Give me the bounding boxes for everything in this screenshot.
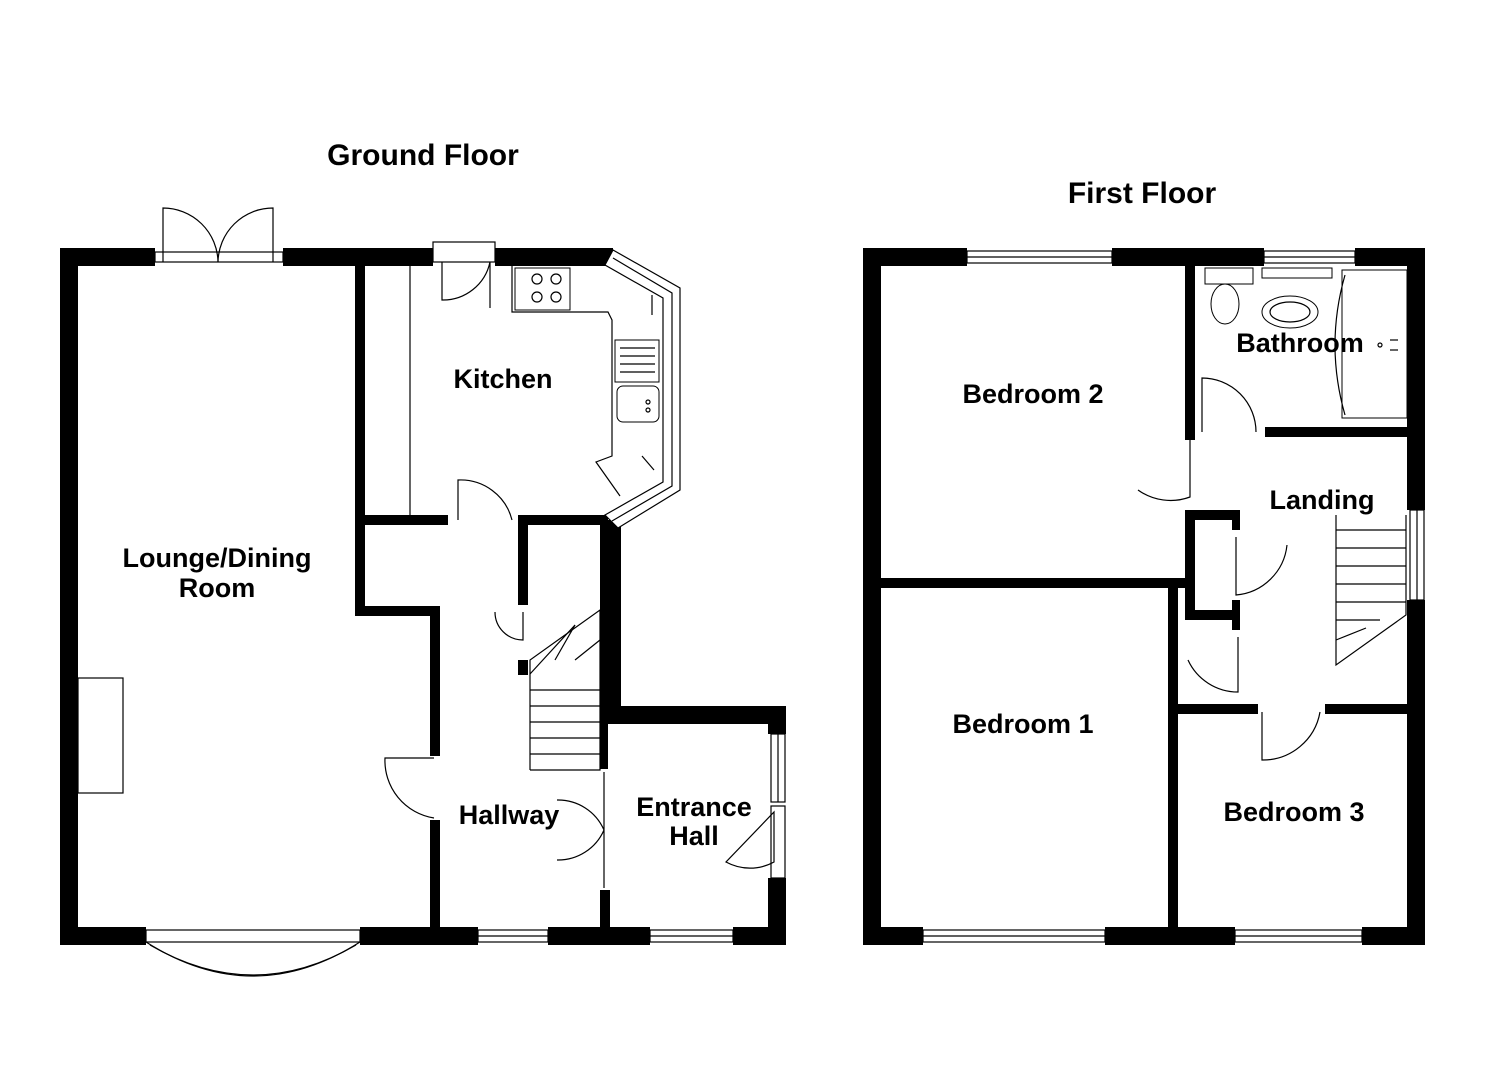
ground-floor-walls <box>60 248 786 945</box>
first-floor-plan: First Floor <box>863 177 1425 945</box>
bedroom2-label: Bedroom 2 <box>962 379 1103 409</box>
lounge-label-line2: Room <box>179 573 256 603</box>
first-floor-title: First Floor <box>1068 177 1217 210</box>
bath-icon <box>1334 269 1408 419</box>
first-stairs-icon <box>1335 515 1407 667</box>
kitchen-bay-window <box>604 249 681 529</box>
bedroom3-label: Bedroom 3 <box>1223 797 1364 827</box>
toilet-icon <box>1204 267 1254 325</box>
entrance-hall-label-line2: Hall <box>669 821 719 851</box>
bathroom-door <box>1201 377 1257 433</box>
bedroom2-door <box>1137 440 1191 502</box>
fireplace-icon <box>77 677 124 794</box>
kitchen-label: Kitchen <box>453 364 552 394</box>
first-floor-walls <box>863 248 1425 945</box>
hallway-label: Hallway <box>459 800 560 830</box>
sink-icon <box>614 339 660 423</box>
cupboard-door <box>494 611 524 641</box>
kitchen-back-door <box>432 241 496 308</box>
basin-icon <box>1261 267 1333 329</box>
french-doors-icon <box>154 207 284 263</box>
landing-label: Landing <box>1270 485 1375 515</box>
cupboard-door-landing <box>1235 537 1288 596</box>
ground-floor-title: Ground Floor <box>327 139 519 172</box>
lounge-bay-window <box>145 929 361 977</box>
bathroom-label: Bathroom <box>1236 328 1364 358</box>
kitchen-worktops <box>409 266 655 515</box>
lounge-door <box>384 757 435 819</box>
entrance-door-top <box>556 772 605 831</box>
entrance-hall-label-line1: Entrance <box>636 792 752 822</box>
hob-icon <box>514 267 571 311</box>
ground-stairs-icon <box>529 608 601 771</box>
entrance-door-bottom <box>556 829 605 888</box>
bedroom1-label: Bedroom 1 <box>952 709 1093 739</box>
bedroom3-door <box>1261 711 1321 761</box>
bedroom1-door <box>1187 637 1239 693</box>
kitchen-door <box>457 479 513 521</box>
ground-floor-plan: Ground Floor <box>60 139 786 977</box>
front-door <box>725 805 786 879</box>
lounge-label-line1: Lounge/Dining <box>123 543 312 573</box>
